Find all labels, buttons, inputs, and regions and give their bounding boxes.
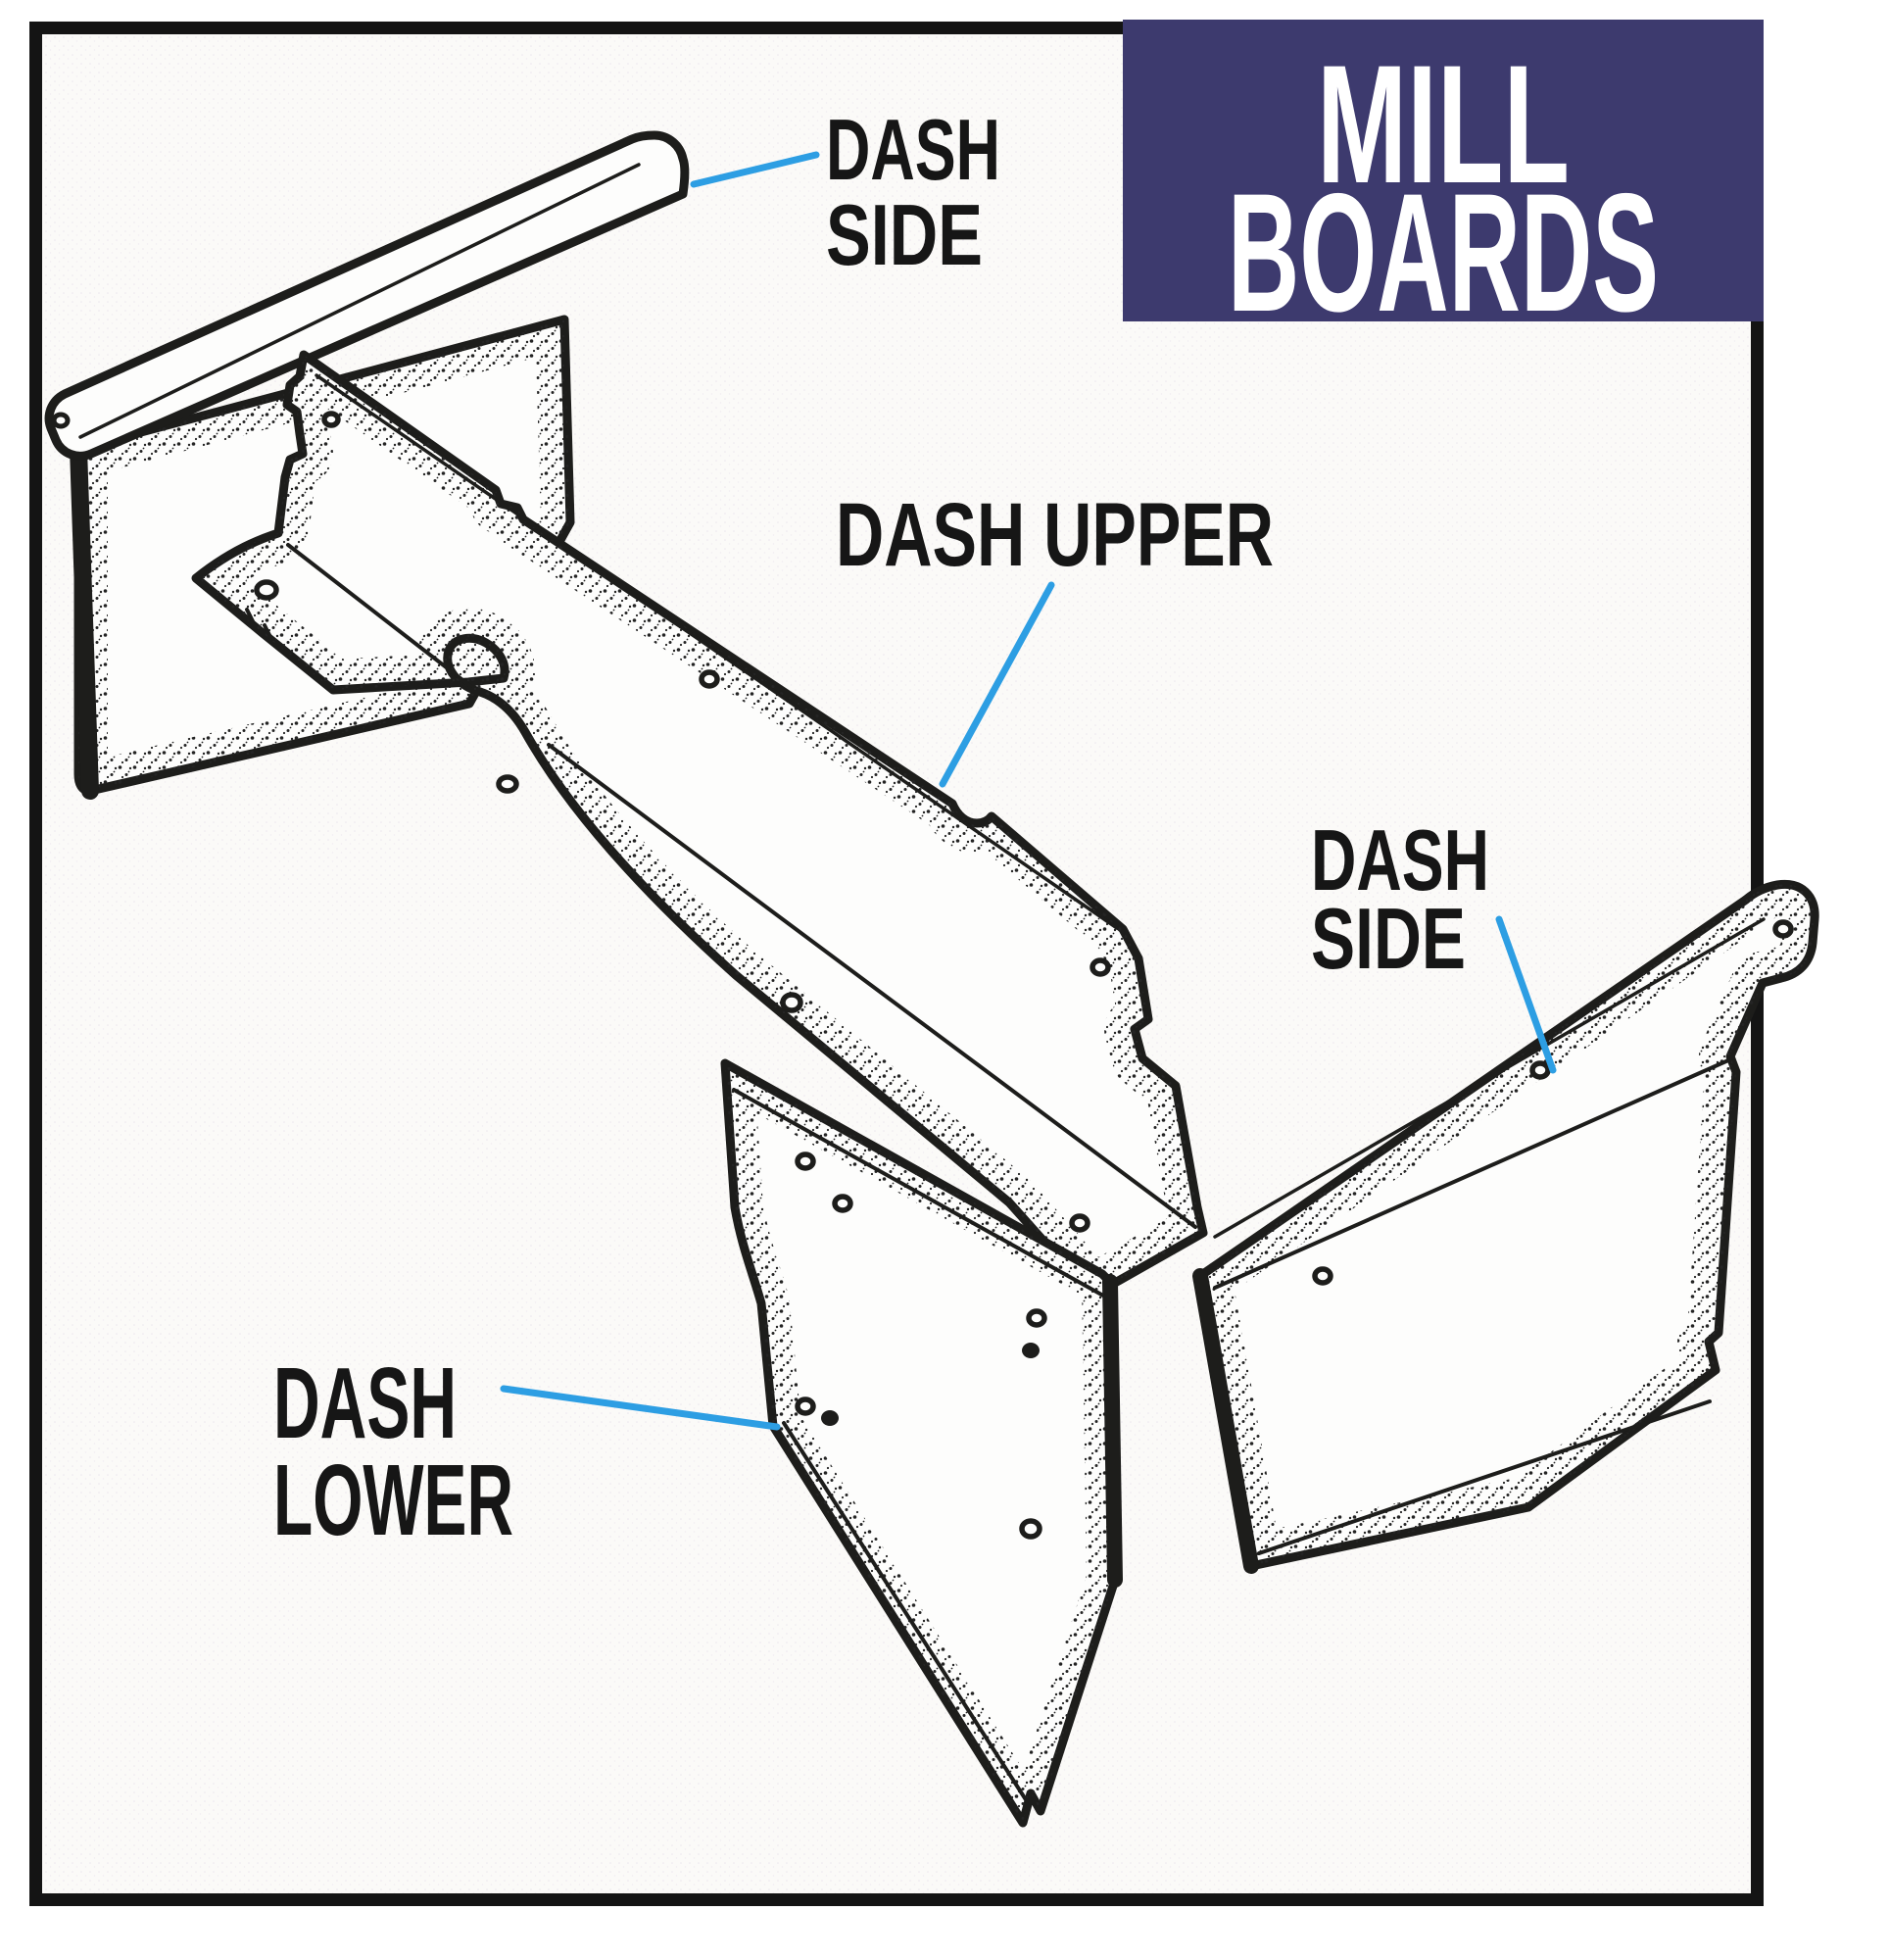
drawing-dash-side-left <box>49 135 685 800</box>
label-dash-lower-line1: DASH <box>273 1347 457 1459</box>
rivet-hole <box>699 669 720 689</box>
label-dash-side-top-line2: SIDE <box>826 186 983 283</box>
rivet-hole <box>254 579 279 601</box>
panel-thick-edge <box>1102 1274 1123 1588</box>
bottom-inner-line <box>1257 1399 1712 1555</box>
flange-crease-line <box>547 743 1197 1229</box>
rivet-hole <box>496 774 519 794</box>
rivet-hole <box>795 1152 816 1171</box>
rivet-hole <box>1019 1518 1042 1540</box>
drawing-dash-lower <box>725 1063 1123 1823</box>
bottom-inner-line <box>782 1421 1029 1803</box>
part-labels: DASH SIDE DASH UPPER DASH SIDE DASH LOWE… <box>273 101 1489 1556</box>
rivet-hole <box>1090 957 1111 977</box>
drawing-dash-side-right <box>1192 884 1815 1574</box>
rail-inner-line <box>1213 917 1766 1239</box>
rivet-hole <box>1529 1060 1551 1080</box>
rivet-hole <box>321 411 341 428</box>
panel-thick-edge <box>1192 1268 1259 1574</box>
label-dash-side-top-line1: DASH <box>826 101 1000 198</box>
leader-lines <box>500 151 1557 1431</box>
title-line2: BOARDS <box>1228 159 1659 347</box>
label-dash-lower-line2: LOWER <box>273 1444 513 1556</box>
rivet-hole <box>821 1410 839 1426</box>
title-box: MILL BOARDS <box>1123 20 1764 347</box>
rivet-hole <box>1069 1213 1090 1233</box>
panel-thick-edge <box>70 440 99 800</box>
leader-dash-side-right <box>1495 915 1557 1074</box>
rail-fold-line <box>1213 1058 1730 1290</box>
title-box-background <box>1123 20 1764 321</box>
rivet-hole <box>1022 1343 1040 1358</box>
rivet-hole <box>1026 1308 1047 1328</box>
label-dash-upper: DASH UPPER <box>836 485 1274 585</box>
wing-crease-line <box>286 543 472 688</box>
top-edge-inner-line <box>315 373 1119 930</box>
rail-inner-line <box>78 163 641 439</box>
label-dash-side-right-line2: SIDE <box>1311 890 1466 987</box>
tick-marks <box>245 608 272 639</box>
leader-dash-upper <box>939 581 1055 788</box>
rivet-hole <box>1772 919 1794 939</box>
rivet-hole <box>795 1396 816 1416</box>
title-line1: MILL <box>1317 30 1570 219</box>
rivet-hole <box>51 412 71 429</box>
leader-dash-lower <box>500 1385 781 1431</box>
rivet-hole <box>780 992 803 1013</box>
leader-dash-side-top <box>690 151 820 188</box>
rivet-hole <box>1312 1266 1333 1286</box>
rivet-hole <box>832 1194 853 1213</box>
label-dash-side-right-line1: DASH <box>1311 811 1489 908</box>
top-lip-line <box>732 1088 1105 1298</box>
drawing-dash-upper <box>196 355 1203 1296</box>
